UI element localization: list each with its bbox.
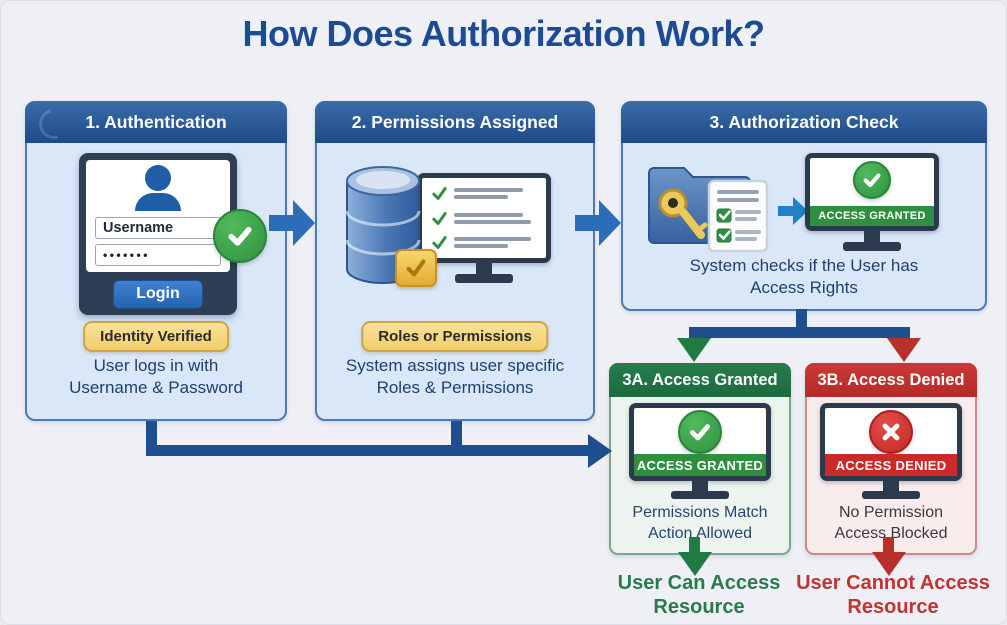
checklist-row (430, 234, 538, 251)
identity-check-icon (213, 209, 267, 263)
step-authentication-title: 1. Authentication (85, 111, 227, 132)
arrow-step2-to-step3 (575, 200, 621, 246)
connector-step1-drop (146, 421, 157, 449)
outcome-line: User Cannot Access (796, 572, 990, 594)
description-line: Action Allowed (647, 524, 753, 542)
outcome-line: Resource (653, 596, 745, 619)
step-permissions-title: 2. Permissions Assigned (351, 111, 559, 132)
denied-outcome-text: User Cannot Access Resource (793, 571, 993, 620)
step-authentication-header: 1. Authentication (25, 101, 287, 145)
step-authentication-description: User logs in with Username & Password (27, 355, 285, 400)
granted-description: Permissions Match Action Allowed (611, 503, 789, 545)
password-field: ••••••• (95, 244, 221, 266)
denied-monitor: ACCESS DENIED (820, 403, 962, 499)
username-value: Username (103, 220, 174, 236)
step-permissions-header: 2. Permissions Assigned (315, 101, 595, 143)
checklist-row (430, 210, 538, 227)
password-mask: ••••••• (103, 248, 150, 262)
denied-outcome-stub (883, 537, 894, 553)
x-circle-icon (869, 410, 913, 454)
denied-outcome-arrowhead (872, 552, 906, 576)
step-authorization-check-panel: 3. Authorization Check (621, 101, 987, 311)
step-authorization-check-header: 3. Authorization Check (621, 101, 987, 143)
outcome-access-denied-title: 3B. Access Denied (817, 370, 965, 389)
login-screen: Username ••••••• (86, 160, 230, 272)
access-denied-banner: ACCESS DENIED (825, 454, 957, 476)
login-button: Login (113, 279, 203, 309)
check-icon (432, 211, 447, 225)
granted-outcome-text: User Can Access Resource (599, 571, 799, 620)
check-circle-icon (678, 410, 722, 454)
check-circle-icon (853, 161, 891, 199)
step-authorization-check-description: System checks if the User has Access Rig… (623, 255, 985, 300)
login-form-card: Username ••••••• Login (79, 153, 237, 315)
description-line: No Permission (838, 504, 944, 521)
outcome-line: User Can Access (617, 572, 781, 594)
checklist-monitor (417, 173, 551, 283)
denied-description: No Permission Access Blocked (807, 503, 975, 545)
outcome-access-granted-title: 3A. Access Granted (622, 370, 778, 389)
outcome-access-granted-panel: 3A. Access Granted ACCESS GRANTED Permis… (609, 363, 791, 555)
checklist-row (430, 185, 538, 202)
step-authorization-check-title: 3. Authorization Check (709, 111, 899, 132)
outcome-access-denied-header: 3B. Access Denied (805, 363, 977, 397)
roles-permissions-badge: Roles or Permissions (361, 321, 549, 352)
branch-arrowhead-denied (887, 338, 921, 362)
arrow-step1-to-step2 (269, 200, 315, 246)
access-granted-monitor: ACCESS GRANTED (805, 153, 939, 251)
decorative-crescent-icon (33, 103, 75, 145)
user-avatar-icon (134, 165, 182, 211)
granted-outcome-arrowhead (678, 552, 712, 576)
outcome-access-granted-header: 3A. Access Granted (609, 363, 791, 397)
login-card-footer: Login (79, 273, 237, 315)
connector-bottom-horizontal (146, 445, 588, 456)
description-line: System assigns user specific (345, 356, 565, 375)
branch-arrowhead-granted (677, 338, 711, 362)
description-line: Roles & Permissions (376, 378, 534, 398)
connector-arrowhead-to-3a (588, 434, 612, 468)
connector-branch-horizontal (689, 327, 910, 338)
permission-check-icon (395, 249, 437, 287)
description-line: Username & Password (69, 378, 243, 398)
step-permissions-description: System assigns user specific Roles & Per… (317, 355, 593, 400)
connector-step2-drop (451, 421, 462, 449)
login-button-label: Login (136, 285, 180, 302)
step-permissions-panel: 2. Permissions Assigned (315, 101, 595, 421)
description-line: Permissions Match (632, 504, 768, 521)
granted-outcome-stub (689, 537, 700, 553)
granted-monitor: ACCESS GRANTED (629, 403, 771, 499)
page-title: How Does Authorization Work? (242, 13, 766, 54)
identity-verified-badge: Identity Verified (83, 321, 229, 352)
outcome-line: Resource (847, 596, 939, 619)
description-line: System checks if the User has (689, 256, 919, 275)
step-authentication-panel: 1. Authentication Username ••••••• Login (25, 101, 287, 421)
description-line: Access Rights (750, 278, 858, 298)
description-line: Access Blocked (834, 524, 948, 542)
flow-arrow-icon (778, 197, 808, 225)
connector-step3-stub (796, 309, 807, 333)
access-granted-banner: ACCESS GRANTED (634, 454, 766, 476)
description-line: User logs in with (93, 356, 219, 375)
access-granted-banner: ACCESS GRANTED (810, 206, 934, 226)
folder-key-document-icon (643, 147, 775, 264)
check-icon (432, 236, 447, 249)
check-icon (432, 187, 447, 200)
outcome-access-denied-panel: 3B. Access Denied ACCESS DENIED No Permi… (805, 363, 977, 555)
username-field: Username (95, 217, 221, 239)
